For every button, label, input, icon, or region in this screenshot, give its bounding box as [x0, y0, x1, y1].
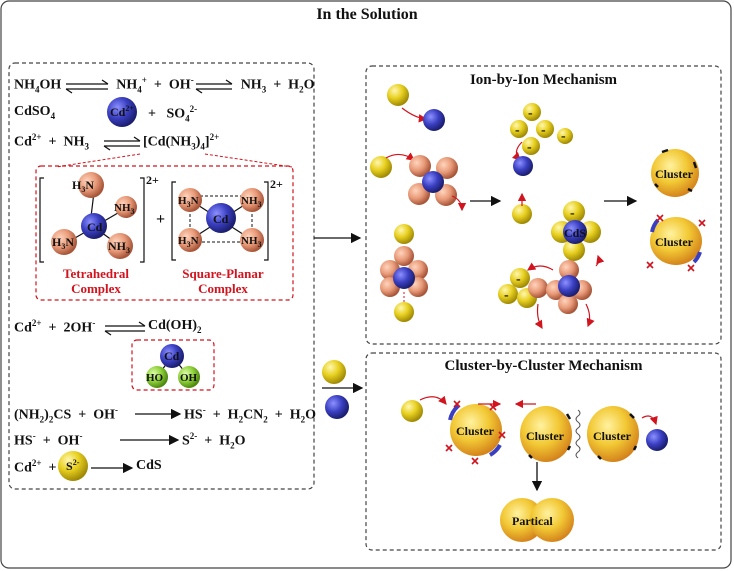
complex-charge-tetra: 2+: [146, 173, 159, 187]
cluster-panel-title: Cluster-by-Cluster Mechanism: [444, 358, 643, 374]
equation-hydrosulfide-products: S2- + H2O: [182, 431, 246, 451]
svg-text:-: -: [541, 123, 546, 138]
sulfide-ion-sphere: [58, 451, 88, 481]
equation-cadmium-hydroxide: Cd2+ + 2OH-: [14, 318, 96, 336]
hydroxide-ho-label: HO: [146, 372, 164, 384]
svg-text:-: -: [570, 206, 575, 221]
equation-hydrosulfide: HS- + OH-: [14, 431, 83, 449]
equations-panel: [8, 62, 315, 490]
tetra-cd-label: Cd: [87, 220, 103, 234]
cc-partical-label: Partical: [512, 514, 553, 528]
square-ligand-tr: NH3: [241, 195, 262, 209]
tetra-ligand-top: H3N: [72, 178, 94, 194]
hydroxide-cd-label: Cd: [164, 349, 180, 363]
svg-text:-: -: [515, 123, 520, 138]
ion-cluster-label-2: Cluster: [655, 235, 694, 249]
equation-cds-formation: Cd2+ +: [14, 458, 57, 476]
ion-by-ion-panel: [365, 65, 722, 345]
tetra-ligand-right: NH3: [114, 202, 135, 216]
cd-ion-sphere: [107, 97, 137, 127]
equation-ammonia: NH4OH NH4+ + OH- NH3 + H2O: [14, 75, 315, 95]
equation-cds-product: CdS: [136, 458, 162, 473]
tetrahedral-complex: [39, 172, 145, 263]
ion-cluster-label-1: Cluster: [655, 167, 694, 181]
square-ligand-br: NH3: [241, 235, 262, 249]
equation-cadmium-sulfate-products: + SO42-: [148, 104, 198, 124]
equation-thiourea: (NH2)2CS + OH-: [14, 405, 119, 425]
cd-sphere-label: Cd2+: [110, 104, 134, 119]
diagram-title: In the Solution: [316, 6, 418, 23]
equation-cadmium-hydroxide-product: Cd(OH)2: [148, 318, 202, 335]
svg-text:-: -: [527, 140, 532, 155]
square-ligand-tl: H3N: [178, 195, 199, 209]
square-cd-label: Cd: [213, 212, 229, 226]
complex-charge-square: 2+: [270, 177, 283, 191]
tetra-ligand-left: H3N: [52, 235, 74, 251]
equilibrium-arrows: [65, 79, 233, 336]
ion-by-ion-molecules: [370, 84, 706, 330]
tetra-ligand-bottom: NH3: [108, 239, 130, 255]
equation-cadmium-sulfate: CdSO4: [14, 104, 56, 121]
square-planar-complex: [171, 181, 269, 261]
forward-arrows: [91, 195, 638, 492]
cluster-by-cluster-molecules: [401, 395, 668, 542]
cc-cluster-label-1: Cluster: [456, 424, 495, 438]
svg-text:-: -: [561, 129, 566, 144]
cluster-by-cluster-panel: [365, 352, 722, 551]
hydroxide-box: [131, 339, 215, 391]
cc-cluster-label-2: Cluster: [526, 429, 565, 443]
s-sphere-label: S2-: [66, 458, 80, 473]
equation-thiourea-products: HS- + H2CN2 + H2O: [184, 405, 317, 425]
square-ligand-bl: H3N: [178, 235, 199, 249]
svg-text:-: -: [516, 272, 521, 287]
cd-hydroxide-molecule: [146, 344, 200, 388]
reactant-spheres: [322, 360, 349, 419]
svg-text:-: -: [504, 288, 509, 303]
ion-cds-label: CdS: [564, 226, 586, 240]
ion-panel-title: Ion-by-Ion Mechanism: [469, 72, 618, 88]
svg-text:-: -: [528, 106, 533, 121]
hydroxide-oh-label: OH: [180, 372, 198, 384]
complex-plus: +: [156, 211, 165, 228]
equation-ammine-complex-product: [Cd(NH3)4]2+: [143, 132, 220, 152]
equation-ammine-complex: Cd2+ + NH3: [14, 132, 90, 152]
minus-signs: - - - - - - - -: [504, 106, 575, 303]
complex-box: [35, 165, 294, 301]
cc-cluster-label-3: Cluster: [593, 429, 632, 443]
